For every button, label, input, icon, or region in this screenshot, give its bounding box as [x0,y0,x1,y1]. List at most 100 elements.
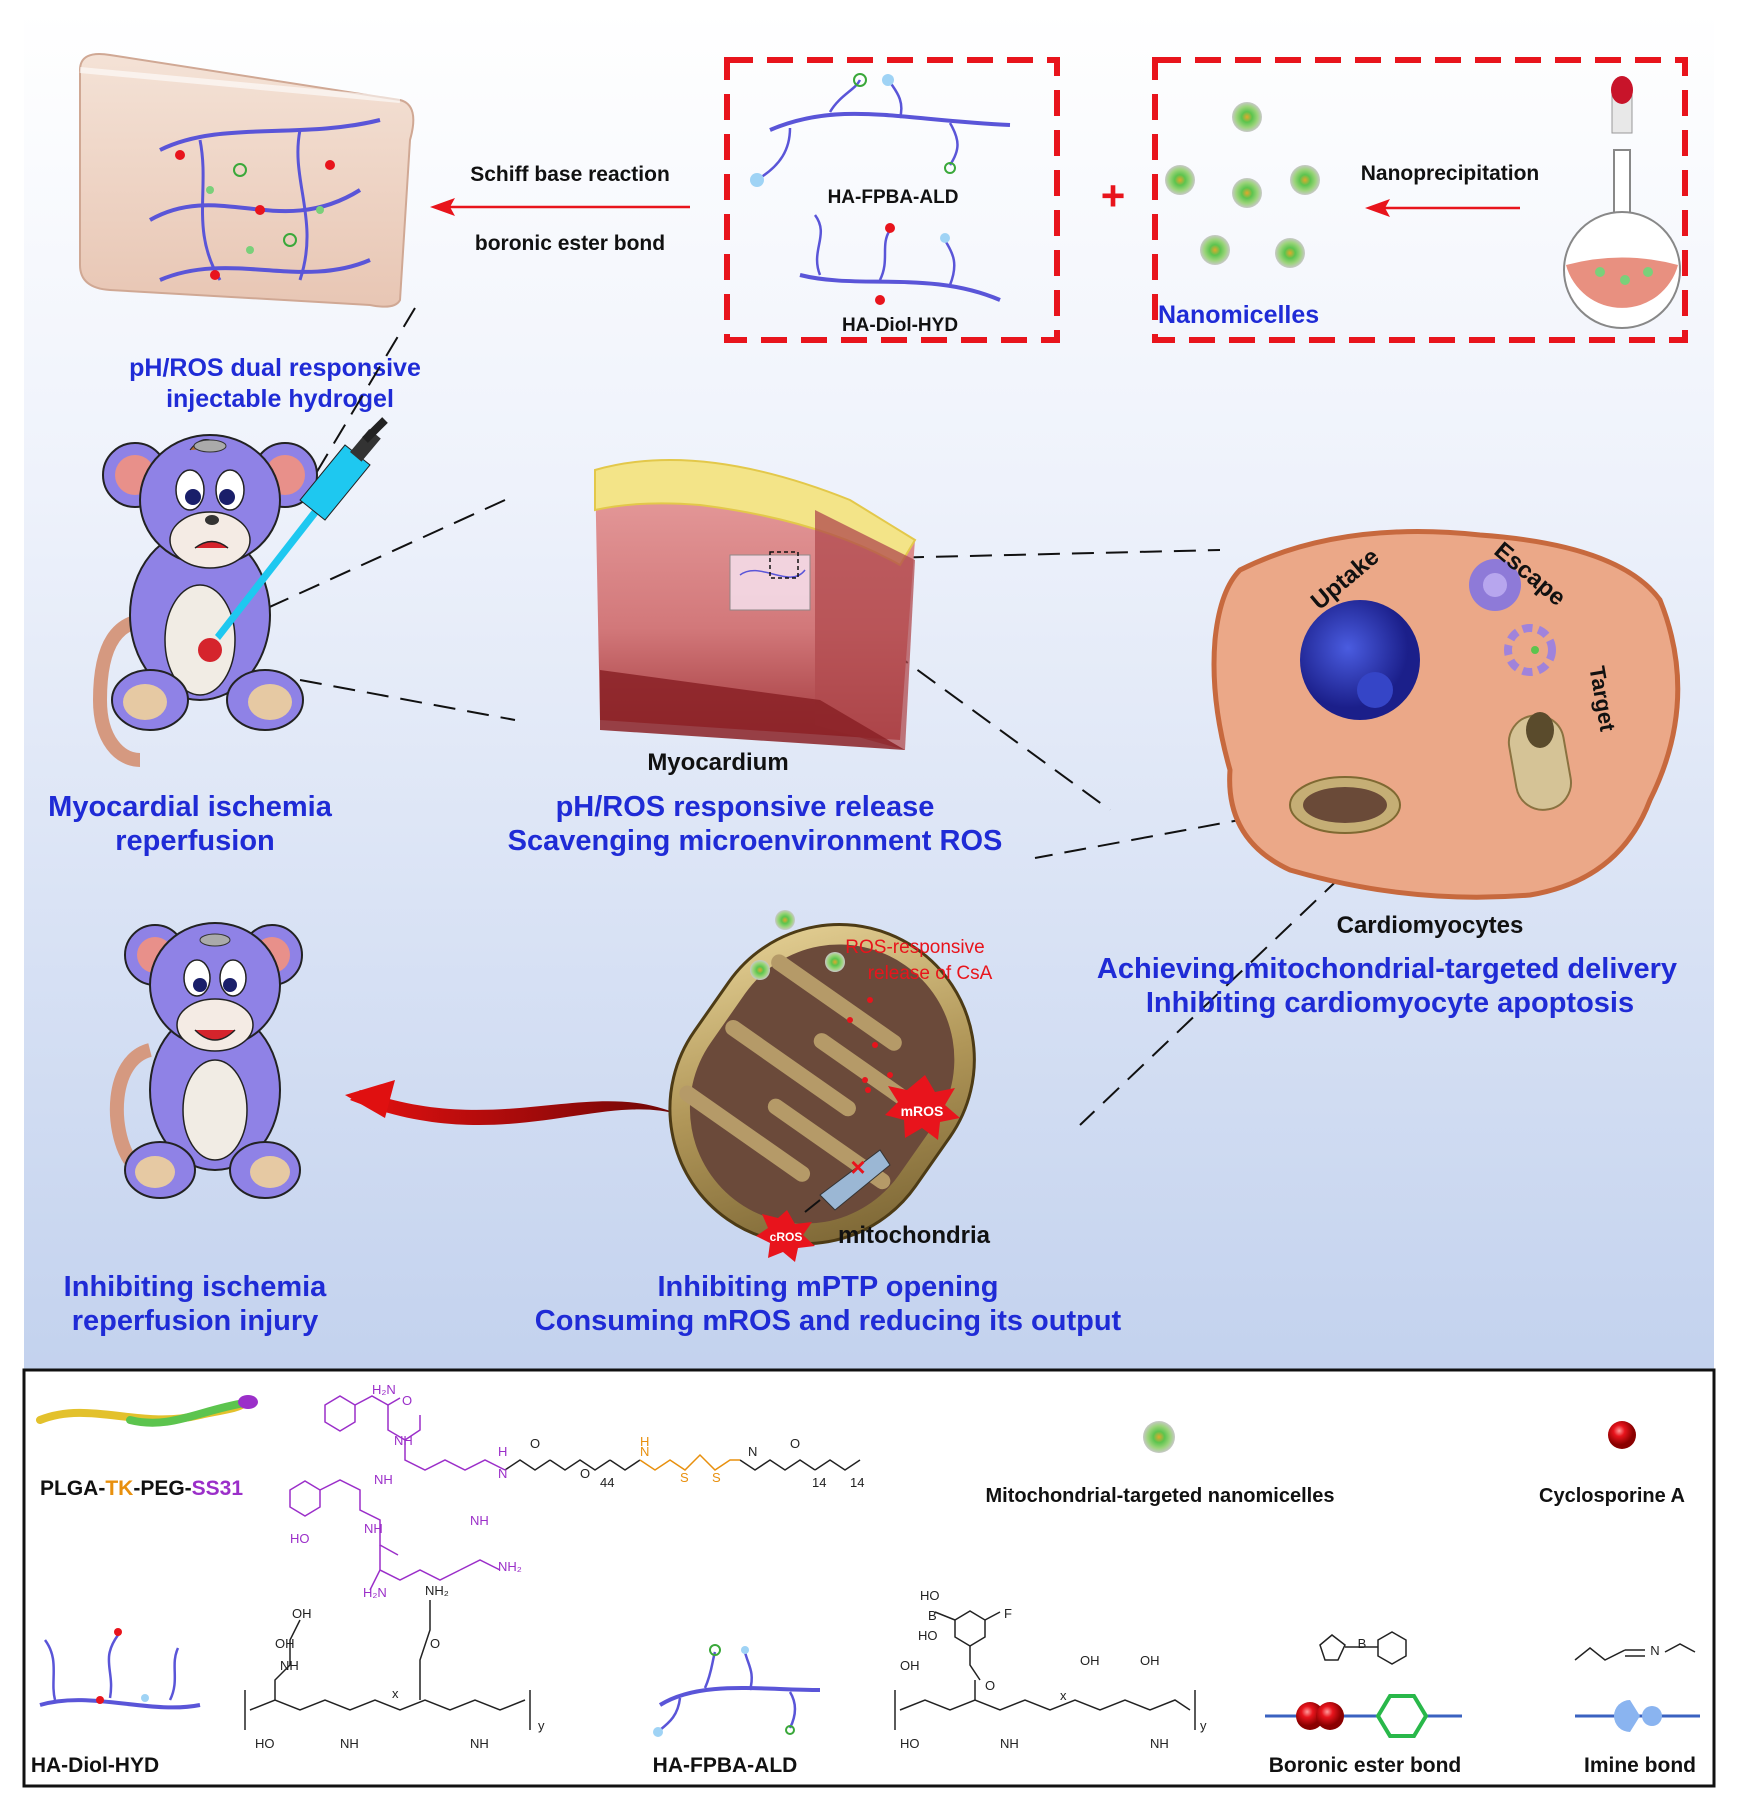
svg-text:HO: HO [900,1736,920,1751]
plga-chemical-structure [289,1395,506,1591]
svg-text:x: x [1060,1688,1067,1703]
achieve-caption-line1: Achieving mitochondrial-targeted deliver… [1097,953,1677,985]
boronic-b-label: B [1358,1636,1367,1651]
flask-illustration [1563,76,1681,329]
svg-text:14: 14 [850,1475,864,1490]
svg-text:S: S [680,1470,689,1485]
svg-text:O: O [985,1678,995,1693]
release-caption-line1: pH/ROS responsive release [556,791,935,823]
mros-label: mROS [901,1103,944,1119]
svg-text:O: O [530,1436,540,1451]
ha-diol-legend-icon [39,1628,201,1710]
svg-text:N: N [498,1466,507,1481]
svg-text:B: B [928,1608,937,1623]
mito-micelle-1 [775,910,795,930]
myocardium-label: Myocardium [647,749,788,776]
cros-label: cROS [770,1230,803,1244]
imine-icon [1574,1643,1700,1732]
cardiomyocytes-label: Cardiomyocytes [1337,912,1524,939]
svg-text:NH: NH [394,1433,413,1448]
svg-text:14: 14 [812,1475,826,1490]
plga-structure-labels: H₂N O NH NH NH HO H₂N NH₂ NH N H O O 44 … [290,1382,864,1600]
mptp-channel: × [804,1149,891,1213]
mptp-caption-line1: Inhibiting mPTP opening [658,1271,999,1303]
nanoprecipitation-arrow [1365,199,1520,217]
svg-text:NH: NH [1150,1736,1169,1751]
nanomicelle-cluster [1165,102,1320,268]
ros-release-line1: ROS-responsive [845,937,984,958]
svg-text:x: x [392,1686,399,1701]
mptp-block-x-icon: × [850,1152,865,1182]
release-caption-line2: Scavenging microenvironment ROS [508,825,1003,857]
csa-dots [847,997,903,1098]
svg-text:O: O [402,1393,412,1408]
ha-diol-structure-labels: OH OH NH NH₂ O x y HO NH NH [255,1583,545,1751]
svg-text:OH: OH [1140,1653,1160,1668]
svg-text:HO: HO [255,1736,275,1751]
svg-text:OH: OH [292,1606,312,1621]
ha-diol-label: HA-Diol-HYD [842,315,958,336]
plga-label: PLGA-TK-PEG-SS31 [40,1477,243,1500]
svg-text:OH: OH [900,1658,920,1673]
svg-text:NH₂: NH₂ [498,1559,522,1574]
mitochondrion-large [668,923,976,1246]
tk-linker [639,1453,740,1471]
svg-text:NH: NH [364,1521,383,1536]
svg-text:OH: OH [275,1636,295,1651]
achieve-caption-line2: Inhibiting cardiomyocyte apoptosis [1146,987,1634,1019]
svg-text:S: S [712,1470,721,1485]
myocardium-block [594,459,917,750]
hydrogel-illustration [79,53,415,308]
mito-micelle-3 [825,952,845,972]
mros-burst: mROS [885,1075,960,1140]
mitochondria-label: mitochondria [838,1222,991,1249]
micelle-legend-icon [1143,1421,1175,1453]
ros-release-line2: release of CsA [868,963,993,984]
cros-burst: cROS [756,1210,815,1262]
ha-diol-chain [799,214,1001,305]
svg-text:NH: NH [374,1472,393,1487]
svg-text:O: O [790,1436,800,1451]
syringe [215,417,388,640]
dashed-connectors [229,307,1391,1126]
svg-text:HO: HO [290,1531,310,1546]
svg-text:HO: HO [918,1628,938,1643]
cardiomyocyte-cell [1211,529,1681,900]
mi-caption-line1: Myocardial ischemia [48,791,333,823]
svg-text:H: H [640,1434,649,1449]
svg-text:NH: NH [340,1736,359,1751]
legend-boronic-label: Boronic ester bond [1269,1754,1462,1777]
legend-diol-label: HA-Diol-HYD [31,1754,159,1777]
legend-panel [22,1368,1716,1788]
plga-peg-backbone [504,1459,861,1471]
svg-text:OH: OH [1080,1653,1100,1668]
svg-text:O: O [430,1636,440,1651]
svg-text:H₂N: H₂N [372,1382,396,1397]
injury-caption-line1: Inhibiting ischemia [64,1271,328,1303]
svg-text:NH: NH [1000,1736,1019,1751]
ha-diol-structure [244,1600,531,1730]
csa-legend-icon [1608,1421,1636,1449]
schiff-arrow [430,198,690,216]
schiff-label: Schiff base reaction [470,163,670,186]
injury-caption-line2: reperfusion injury [72,1305,319,1337]
ha-fpba-label: HA-FPBA-ALD [828,187,959,208]
nanomicelles-label: Nanomicelles [1158,301,1319,329]
svg-text:N: N [640,1444,649,1459]
mito-micelle-2 [750,960,770,980]
ha-fpba-structure [894,1610,1196,1730]
plus-sign: + [1101,172,1126,219]
nanomicelles-box [1152,57,1688,343]
polymer-box [724,57,1060,343]
svg-text:O: O [580,1466,590,1481]
ha-fpba-legend-icon [653,1644,821,1737]
mouse-recovered [109,922,303,1199]
legend-fpba-label: HA-FPBA-ALD [653,1754,798,1777]
legend-nanomicelles-label: Mitochondrial-targeted nanomicelles [986,1485,1335,1507]
mouse-ischemia [92,434,318,767]
svg-text:H₂N: H₂N [363,1585,387,1600]
boronic-ester-icon [1265,1631,1462,1738]
svg-text:44: 44 [600,1475,614,1490]
ha-fpba-chain [750,73,1011,187]
